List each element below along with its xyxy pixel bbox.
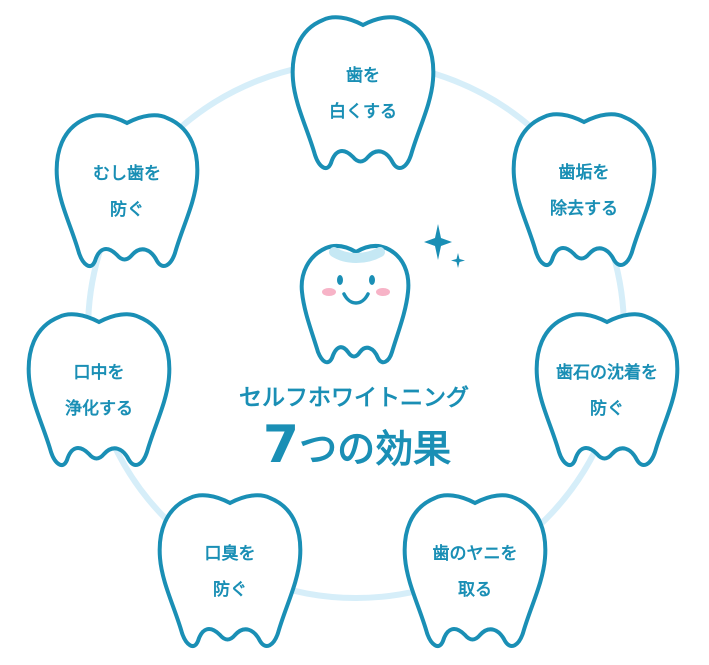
mascot-left-cheek (322, 288, 336, 296)
effect-label-line1: 口臭を (205, 543, 256, 564)
effect-label-line1: 口中を (74, 362, 125, 383)
effect-label-line1: 歯石の沈着を (556, 362, 658, 383)
mascot-right-cheek (376, 288, 390, 296)
tooth-outline-icon (511, 112, 657, 268)
tooth-outline-icon (157, 493, 303, 649)
mascot-right-eye (369, 275, 375, 285)
center-title: 7つの効果 (263, 415, 451, 475)
center-subtitle: セルフホワイトニング (239, 384, 469, 411)
mascot-smile (342, 292, 370, 305)
tooth-outline-icon (54, 113, 200, 269)
effect-label-line2: 白くする (329, 101, 397, 122)
effect-label-line2: 取る (458, 580, 492, 600)
center-title-rest: つの効果 (299, 427, 451, 471)
effect-label-line1: 歯を (346, 65, 380, 86)
effect-label-line1: むし歯を (93, 163, 161, 184)
sparkle-icon (424, 224, 465, 268)
effect-label-line2: 防ぐ (590, 398, 624, 419)
mascot-left-eye (337, 275, 343, 285)
effect-label-line2: 防ぐ (213, 579, 247, 600)
effect-label-line1: 歯垢を (559, 162, 610, 183)
tooth-outline-icon (26, 312, 172, 468)
effect-label-line1: 歯のヤニを (433, 543, 518, 564)
center-mascot-tooth-icon (299, 243, 411, 365)
effect-label-line2: 防ぐ (110, 199, 144, 220)
effects-layer: 歯を白くする歯垢を除去する歯石の沈着を防ぐ歯のヤニを取る口臭を防ぐ口中を浄化する… (26, 15, 680, 649)
tooth-outline-icon (402, 493, 548, 649)
tooth-outline-icon (290, 15, 436, 171)
tooth-shine-highlight (329, 247, 385, 263)
effect-label-line2: 浄化する (65, 398, 133, 419)
effect-label-line2: 除去する (550, 198, 618, 219)
center-title-number: 7 (263, 415, 299, 475)
tooth-outline-icon (534, 312, 680, 468)
